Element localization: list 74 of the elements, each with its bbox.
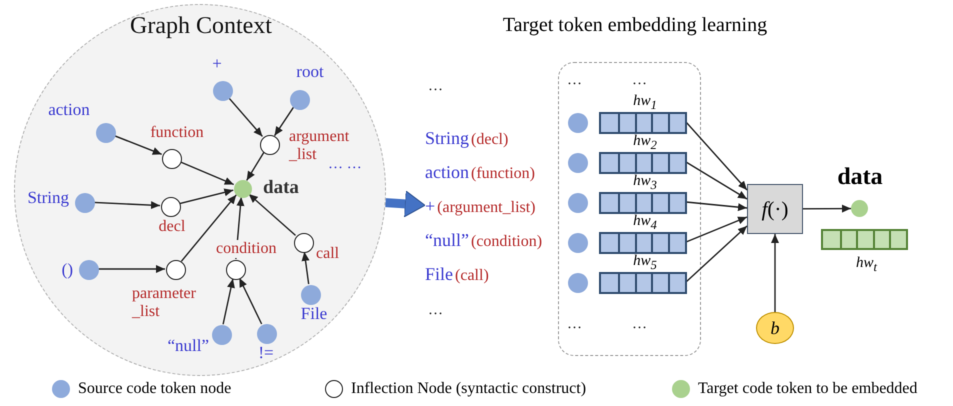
token-node bbox=[568, 273, 588, 293]
arrow bbox=[235, 196, 244, 260]
construct-label: decl bbox=[158, 218, 186, 236]
arrow bbox=[686, 201, 748, 212]
function-box bbox=[747, 184, 803, 234]
ellipsis-text: … bbox=[567, 72, 582, 88]
target-label: data bbox=[836, 164, 884, 190]
token-text: File bbox=[425, 264, 454, 284]
ellipsis-text: … bbox=[632, 316, 647, 332]
construct-label: function bbox=[149, 124, 205, 142]
token-text: action bbox=[425, 162, 469, 182]
token-text: + bbox=[425, 196, 436, 216]
heading: Graph Context bbox=[129, 13, 273, 40]
arrow bbox=[98, 265, 165, 273]
title: Target token embedding learning bbox=[502, 14, 768, 36]
vector-label: hw$_{t}$ bbox=[855, 255, 878, 275]
ellipsis-text: … bbox=[567, 316, 582, 332]
construct-text: (condition) bbox=[470, 233, 542, 250]
arrow bbox=[771, 234, 779, 312]
arrow bbox=[686, 161, 748, 200]
legend-text: Target code token to be embedded bbox=[698, 380, 918, 398]
token-label: “null” bbox=[166, 337, 209, 356]
token-label: root bbox=[295, 63, 325, 82]
construct-text: (decl) bbox=[471, 131, 508, 148]
legend-text: Inflection Node (syntactic construct) bbox=[351, 380, 586, 398]
arrow bbox=[274, 106, 294, 136]
arrow bbox=[228, 97, 263, 137]
arrow bbox=[222, 278, 235, 324]
token-label: != bbox=[257, 344, 275, 363]
function-label: f(·) bbox=[762, 196, 788, 222]
token-label: action bbox=[47, 101, 91, 120]
arrow bbox=[180, 161, 234, 186]
arrow bbox=[685, 122, 748, 190]
arrow bbox=[238, 278, 262, 324]
token-node bbox=[568, 153, 588, 173]
token-label: + bbox=[211, 55, 223, 74]
bias-label: b bbox=[770, 318, 780, 338]
block-arrow bbox=[385, 190, 426, 218]
token-label: String bbox=[26, 189, 69, 208]
vector-label: hw$_{5}$ bbox=[632, 254, 658, 272]
bias-node bbox=[756, 312, 794, 344]
construct-label: condition bbox=[214, 240, 278, 258]
arrow bbox=[246, 152, 264, 181]
token-node bbox=[568, 113, 588, 133]
ellipsis-text: … bbox=[428, 302, 443, 318]
ellipsis-text: … bbox=[632, 72, 647, 88]
arrow bbox=[686, 216, 748, 243]
arrow bbox=[248, 193, 296, 236]
arrow bbox=[302, 252, 310, 284]
construct-text: (call) bbox=[455, 267, 489, 284]
construct-text: (function) bbox=[470, 165, 535, 182]
token-text: “null” bbox=[425, 230, 469, 250]
arrow bbox=[114, 135, 162, 155]
arrow bbox=[686, 225, 748, 283]
vector-label: hw$_{3}$ bbox=[632, 174, 658, 192]
token-node bbox=[568, 193, 588, 213]
token-text: String bbox=[425, 128, 470, 148]
vector-label: hw$_{4}$ bbox=[632, 214, 658, 232]
arrow bbox=[803, 204, 851, 213]
vector-label: hw$_{1}$ bbox=[632, 94, 658, 112]
ellipsis-text: … bbox=[428, 78, 443, 94]
vector-label: hw$_{2}$ bbox=[632, 134, 658, 152]
arrow bbox=[94, 201, 160, 210]
token-node bbox=[568, 233, 588, 253]
construct-text: (argument_list) bbox=[437, 199, 536, 216]
target-label: data bbox=[263, 178, 300, 199]
construct-label: call bbox=[316, 245, 340, 263]
dashed-panel bbox=[558, 62, 701, 356]
arrow bbox=[180, 194, 237, 262]
token-label: () bbox=[60, 261, 73, 280]
legend-text: Source code token node bbox=[78, 380, 232, 398]
token-label: File bbox=[300, 305, 328, 324]
construct-label: parameter _list bbox=[132, 285, 197, 320]
arrow bbox=[180, 188, 234, 204]
